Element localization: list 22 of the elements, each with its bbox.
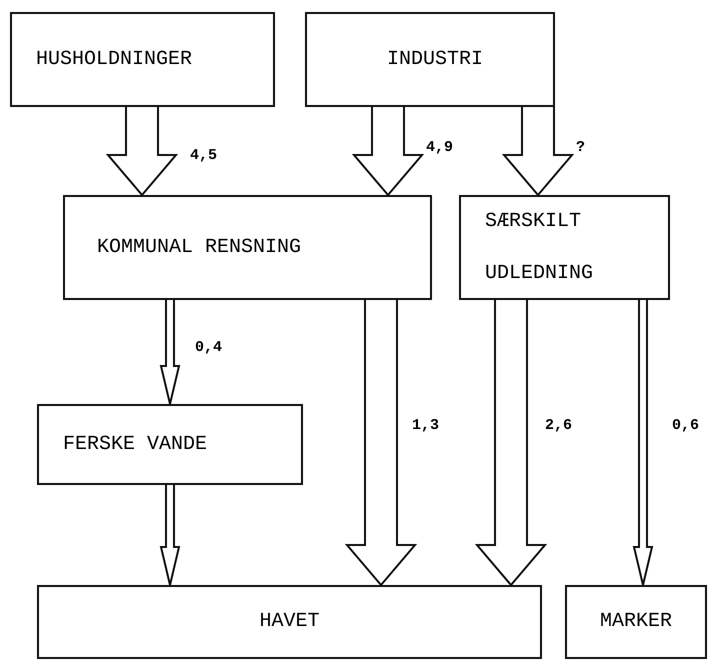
- process-box: SÆRSKILT UDLEDNING: [459, 195, 670, 300]
- block-arrow: [474, 299, 548, 587]
- edge-label: 2,6: [545, 418, 572, 433]
- block-arrow: [632, 299, 654, 586]
- edge-label: 0,6: [672, 418, 700, 433]
- edge-label: 4,9: [426, 140, 454, 155]
- edge-label: 1,3: [412, 418, 440, 433]
- edge-label: 0,4: [195, 340, 222, 355]
- block-arrow: [106, 106, 178, 197]
- block-arrow: [160, 299, 180, 405]
- process-box: KOMMUNAL RENSNING: [63, 195, 432, 300]
- edge-label: ?: [576, 140, 586, 155]
- process-box: HUSHOLDNINGER: [10, 12, 275, 107]
- process-box: HAVET: [37, 585, 542, 659]
- process-box: INDUSTRI: [305, 12, 555, 107]
- block-arrow: [344, 299, 418, 587]
- process-box: FERSKE VANDE: [37, 404, 303, 485]
- block-arrow: [502, 106, 574, 197]
- block-arrow: [160, 484, 180, 586]
- process-box: MARKER: [565, 585, 707, 659]
- block-arrow: [352, 106, 424, 197]
- edge-label: 4,5: [190, 148, 218, 163]
